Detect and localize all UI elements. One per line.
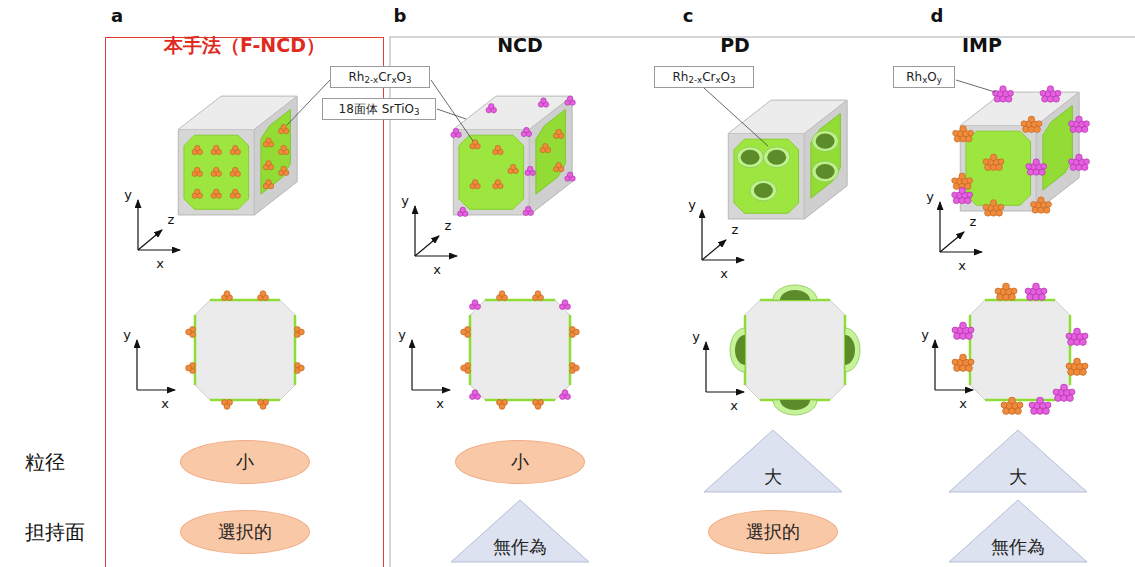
demerit-triangle: 無作為 [948,499,1088,563]
triangle-outline [451,500,589,562]
merit-text: 小 [511,451,529,473]
triangle-outline [949,500,1087,562]
demerit-text: 大 [948,466,1088,488]
callout-text: RhxOy [906,70,942,84]
callout-text: Rh2-xCrxO3 [348,70,411,84]
panel-letter: c [683,6,694,27]
callout-label: Rh2-xCrxO3 [330,66,430,88]
demerit-text: 大 [703,466,843,488]
merit-oval: 選択的 [180,510,310,554]
axis-label: y [124,188,132,203]
row-label: 粒径 [25,451,65,474]
axis-label: x [156,257,164,272]
callout-label: 18面体 SrTiO3 [322,98,436,120]
merit-text: 小 [236,451,254,473]
subscript: 3 [406,75,412,85]
demerit-triangle: 無作為 [450,499,590,563]
subscript: 2-x [688,75,702,85]
panel-letter: d [931,6,944,27]
demerit-text: 無作為 [948,536,1088,558]
merit-text: 選択的 [746,521,800,543]
axis-label: x [730,399,738,414]
triangle-outline [949,430,1087,492]
panel-title: NCD [497,35,543,57]
axis-label: x [959,397,967,412]
axis-label: x [958,259,966,274]
merit-oval: 小 [180,440,310,484]
axis-label: y [926,190,934,205]
panel-title: PD [720,35,750,57]
panel-title: 本手法（F-NCD） [106,34,383,57]
subscript: 3 [730,75,736,85]
callout-text: 18面体 SrTiO3 [339,102,420,116]
panel-letter: b [394,6,407,27]
subscript: y [937,75,942,85]
demerit-triangle: 大 [948,429,1088,493]
panel-letter: a [111,6,123,27]
axis-label: y [401,194,409,209]
subscript: x [922,75,927,85]
merit-oval: 選択的 [708,510,838,554]
demerit-text: 無作為 [450,536,590,558]
callout-label: RhxOy [893,66,955,88]
axis-label: y [921,328,929,343]
axis-label: x [161,397,169,412]
subscript: 2-x [364,75,378,85]
axis-label: x [436,397,444,412]
axis-label: x [433,263,441,278]
callout-text: Rh2-xCrxO3 [672,70,735,84]
triangle-outline [704,430,842,492]
demerit-triangle: 大 [703,429,843,493]
callout-label: Rh2-xCrxO3 [654,66,754,88]
axis-label: y [398,328,406,343]
axis-label: z [732,223,739,238]
axis-label: z [168,213,175,228]
subscript: x [391,75,396,85]
axis-label: z [970,215,977,230]
subscript: x [715,75,720,85]
row-label: 担持面 [25,521,85,544]
axis-label: x [720,267,728,282]
axis-label: y [123,328,131,343]
axis-label: z [445,219,452,234]
merit-oval: 小 [455,440,585,484]
axis-label: y [692,330,700,345]
subscript: 3 [414,107,420,117]
merit-text: 選択的 [218,521,272,543]
axis-label: y [688,198,696,213]
panel-title: IMP [962,35,1002,57]
